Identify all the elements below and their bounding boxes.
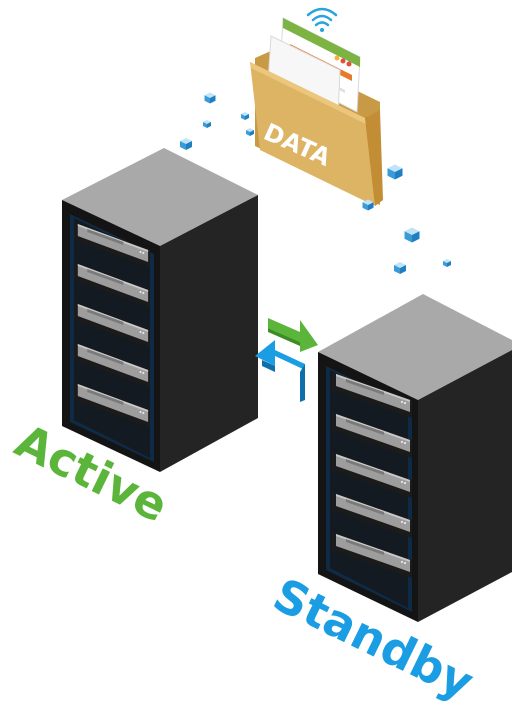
data-cube-icon [394,262,406,274]
data-cube-icon [180,138,192,150]
data-cube-icon [203,120,211,128]
sync-arrows-icon [255,318,318,402]
data-cube-icon [241,112,249,120]
server-rack-icon [318,294,512,622]
data-cube-icon [387,164,403,180]
wifi-icon [306,7,338,32]
data-folder: DATA [250,7,383,206]
active-server-rack [62,148,258,472]
data-cube-icon [246,128,254,136]
folder-icon [250,17,383,206]
standby-server-rack [318,294,512,622]
data-cube-icon [443,259,451,267]
data-cube-icon [404,227,420,243]
data-cube-icon [204,92,216,104]
server-rack-icon [62,148,258,472]
